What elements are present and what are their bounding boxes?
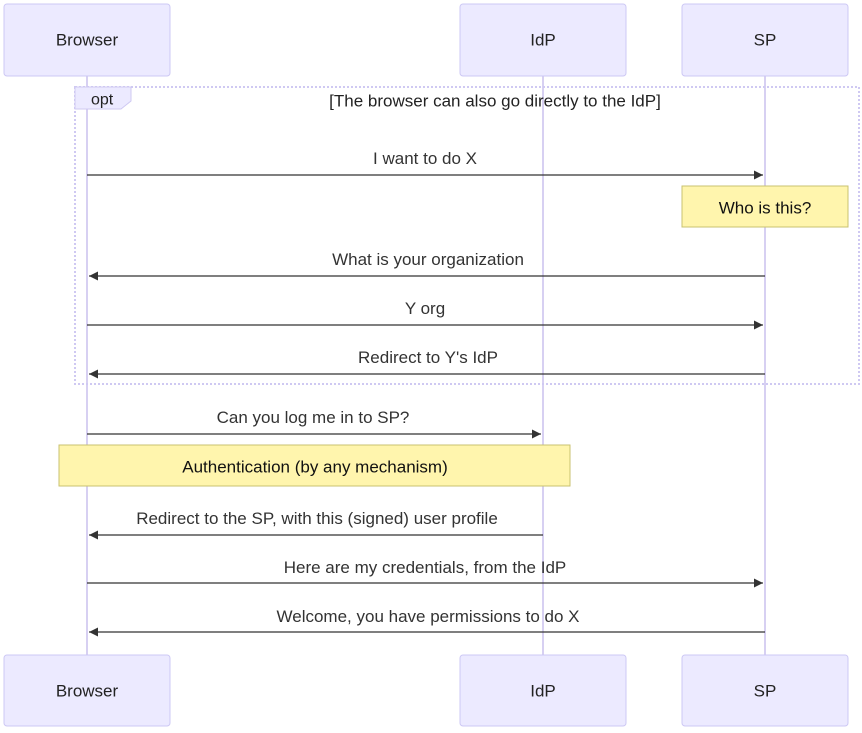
actor-idp-bottom: IdP bbox=[459, 654, 627, 727]
message-here-are-my-credentials: Here are my credentials, from the IdP bbox=[87, 558, 763, 588]
opt-frame-label: opt bbox=[91, 92, 114, 109]
actor-label: IdP bbox=[530, 682, 556, 701]
note-label: Who is this? bbox=[719, 199, 812, 218]
message-what-is-your-organization: What is your organization bbox=[89, 250, 765, 281]
message-can-you-log-me-in: Can you log me in to SP? bbox=[87, 408, 541, 439]
message-i-want-to-do-x: I want to do X bbox=[87, 149, 763, 180]
note-authentication: Authentication (by any mechanism) bbox=[58, 444, 571, 487]
actor-sp-top: SP bbox=[681, 3, 849, 77]
message-label: Y org bbox=[405, 299, 445, 318]
message-label: Welcome, you have permissions to do X bbox=[277, 607, 580, 626]
note-label: Authentication (by any mechanism) bbox=[182, 458, 448, 477]
message-redirect-to-y-idp: Redirect to Y's IdP bbox=[89, 348, 765, 379]
actor-label: Browser bbox=[56, 682, 119, 701]
actor-sp-bottom: SP bbox=[681, 654, 849, 727]
message-redirect-to-sp: Redirect to the SP, with this (signed) u… bbox=[89, 509, 543, 540]
actor-idp-top: IdP bbox=[459, 3, 627, 77]
message-y-org: Y org bbox=[87, 299, 763, 330]
message-label: Here are my credentials, from the IdP bbox=[284, 558, 567, 577]
message-label: I want to do X bbox=[373, 149, 477, 168]
actor-label: IdP bbox=[530, 31, 556, 50]
message-welcome: Welcome, you have permissions to do X bbox=[89, 607, 765, 637]
opt-frame-condition: [The browser can also go directly to the… bbox=[329, 92, 661, 111]
actor-browser-bottom: Browser bbox=[3, 654, 171, 727]
message-label: Redirect to Y's IdP bbox=[358, 348, 498, 367]
actor-label: SP bbox=[754, 682, 777, 701]
message-label: Redirect to the SP, with this (signed) u… bbox=[136, 509, 498, 528]
message-label: What is your organization bbox=[332, 250, 524, 269]
actor-label: SP bbox=[754, 31, 777, 50]
opt-frame: opt [The browser can also go directly to… bbox=[74, 86, 860, 385]
actor-browser-top: Browser bbox=[3, 3, 171, 77]
note-who-is-this: Who is this? bbox=[681, 185, 849, 228]
actor-label: Browser bbox=[56, 31, 119, 50]
message-label: Can you log me in to SP? bbox=[217, 408, 410, 427]
